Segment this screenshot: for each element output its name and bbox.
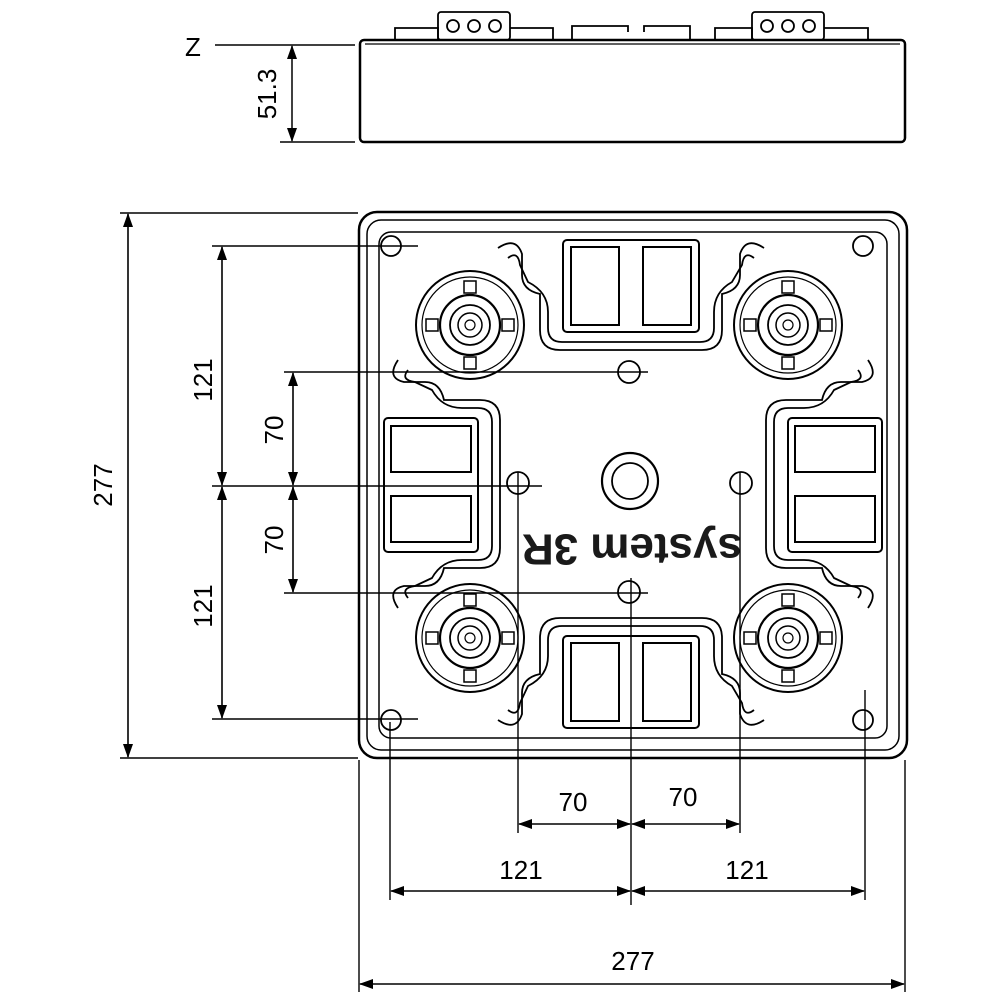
label-277-horizontal: 277 bbox=[611, 946, 654, 976]
z-reference-label: Z bbox=[185, 32, 201, 62]
center-bore bbox=[600, 451, 660, 511]
pallet-outline bbox=[357, 210, 909, 760]
chuck-top-left bbox=[415, 270, 525, 380]
dimension-arrows bbox=[123, 213, 905, 989]
label-70-upper: 70 bbox=[259, 416, 289, 445]
side-view-center-clip bbox=[571, 25, 691, 40]
label-121-lower: 121 bbox=[188, 584, 218, 627]
top-slot bbox=[497, 239, 765, 351]
left-slot bbox=[383, 359, 501, 609]
locating-hole bbox=[729, 471, 753, 495]
label-70-right: 70 bbox=[669, 782, 698, 812]
label-121-left: 121 bbox=[499, 855, 542, 885]
label-121-right: 121 bbox=[725, 855, 768, 885]
center-features bbox=[506, 360, 753, 604]
label-121-upper: 121 bbox=[188, 358, 218, 401]
chuck-bottom-right bbox=[733, 583, 843, 693]
corner-holes bbox=[380, 235, 874, 731]
side-view-coupling-left bbox=[394, 11, 554, 41]
top-view bbox=[357, 210, 909, 760]
corner-hole bbox=[852, 709, 874, 731]
label-277-vertical: 277 bbox=[88, 463, 118, 506]
side-view-coupling-right bbox=[714, 11, 869, 41]
corner-hole bbox=[380, 709, 402, 731]
locating-hole bbox=[617, 580, 641, 604]
chuck-top-right bbox=[733, 270, 843, 380]
chuck-bottom-left bbox=[415, 583, 525, 693]
brand-text-mirrored: system 3R bbox=[522, 524, 742, 573]
side-view-body bbox=[358, 38, 907, 144]
side-height-dimension bbox=[215, 44, 355, 143]
right-slot bbox=[765, 359, 883, 609]
label-70-lower: 70 bbox=[259, 526, 289, 555]
label-70-left: 70 bbox=[559, 787, 588, 817]
corner-hole bbox=[852, 235, 874, 257]
height-51-3-label: 51.3 bbox=[252, 69, 282, 120]
dimension-extension-lines bbox=[120, 212, 906, 992]
side-view bbox=[358, 11, 907, 144]
